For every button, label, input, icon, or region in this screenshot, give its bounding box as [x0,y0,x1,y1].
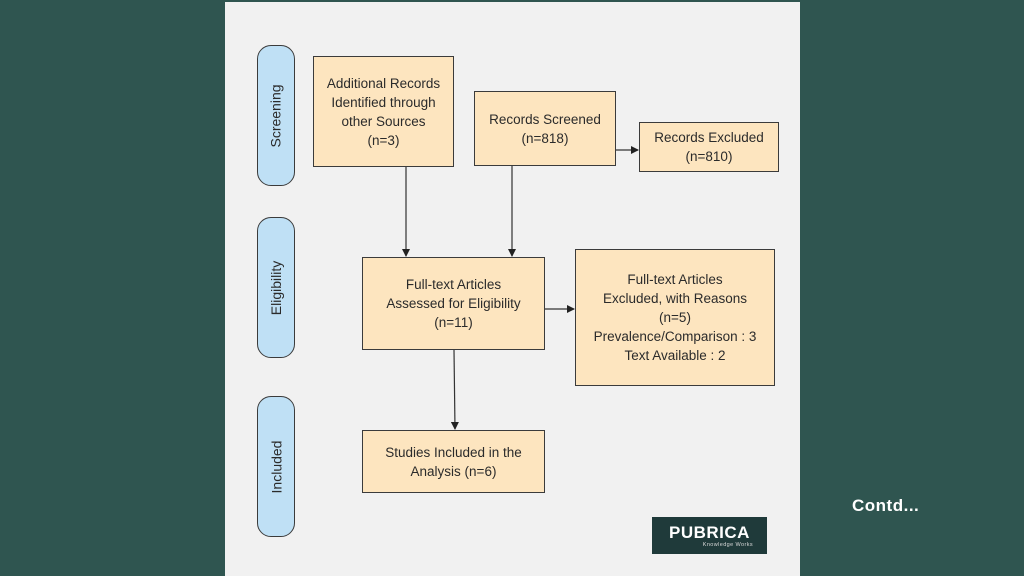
stage-included: Included [257,396,295,537]
box-line: other Sources [341,113,426,129]
box-studies-included: Studies Included in the Analysis (n=6) [362,430,545,493]
logo-tagline: Knowledge Works [702,541,753,548]
box-line: (n=5) [659,310,691,325]
box-line: Full-text Articles [405,277,502,292]
box-line: Records Screened [489,111,601,127]
box-line: (n=810) [685,149,733,164]
pubrica-logo: PUBRICA Knowledge Works [652,517,767,554]
flow-diagram-panel: Screening Eligibility Included Additiona… [225,2,800,576]
stage-eligibility: Eligibility [257,217,295,358]
logo-brand: PUBRICA [669,522,750,542]
box-line: Identified through [331,94,436,110]
stage-screening-label: Screening [268,83,285,148]
box-line: Analysis (n=6) [410,463,497,479]
box-line: Prevalence/Comparison : 3 [593,329,757,344]
box-line: Records Excluded [654,130,764,145]
box-line: Studies Included in the [385,444,522,460]
box-line: Text Available : 2 [624,348,726,363]
stage-included-label: Included [268,440,284,493]
box-line: (n=818) [521,130,569,146]
box-line: Additional Records [326,75,441,91]
arrow-assessed-to-included [450,349,459,430]
stage-eligibility-label: Eligibility [268,260,284,315]
contd-label: Contd... [852,496,920,515]
stage-screening: Screening [257,45,295,186]
box-records-excluded: Records Excluded (n=810) [639,122,779,172]
box-line: (n=3) [367,132,400,148]
box-fulltext-assessed: Full-text Articles Assessed for Eligibil… [362,257,545,350]
box-line: Excluded, with Reasons [602,291,748,306]
box-line: Full-text Articles [627,272,723,287]
box-additional-records: Additional Records Identified through ot… [313,56,454,167]
box-line: Assessed for Eligibility [386,296,521,311]
box-fulltext-excluded: Full-text Articles Excluded, with Reason… [575,249,775,386]
box-line: (n=11) [434,315,473,330]
box-records-screened: Records Screened (n=818) [474,91,616,166]
